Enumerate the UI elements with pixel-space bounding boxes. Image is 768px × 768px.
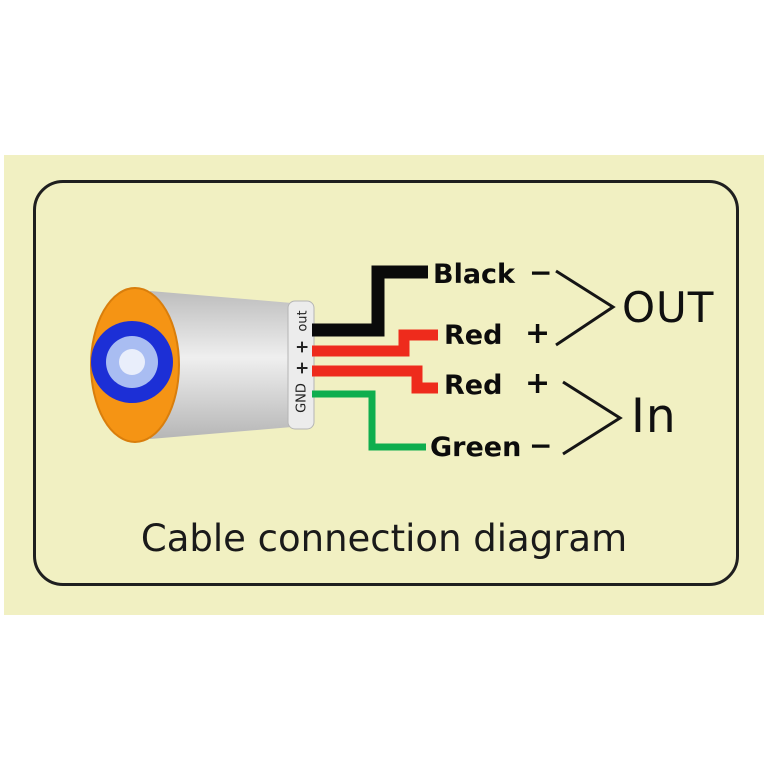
bracket-out [555, 269, 616, 347]
polarity-red-in: + [525, 366, 551, 401]
pin-label-plus-2: + [292, 360, 313, 376]
bracket-in [562, 380, 623, 456]
wire-label-red-in: Red [444, 370, 503, 401]
group-label-in: In [631, 389, 677, 444]
pin-label-gnd: GND [294, 383, 310, 413]
polarity-green: − [529, 429, 553, 462]
polarity-black: − [529, 256, 553, 289]
wire-label-green: Green [430, 432, 522, 463]
wire-red-in [312, 365, 438, 394]
connector-pin-strip [287, 300, 315, 430]
polarity-red-out: + [525, 316, 551, 351]
diagram-panel-border [33, 180, 739, 586]
wire-black [312, 265, 428, 337]
wire-label-black: Black [433, 259, 516, 290]
pin-label-plus-1: + [292, 339, 313, 355]
wire-green [312, 390, 426, 451]
connector-body [150, 291, 292, 439]
diagram-caption: Cable connection diagram [140, 517, 628, 560]
wire-red-out [312, 329, 438, 357]
group-label-out: OUT [622, 283, 715, 332]
lens-core [119, 349, 145, 375]
pin-label-out: out [295, 310, 311, 332]
wire-label-red-out: Red [444, 320, 503, 351]
